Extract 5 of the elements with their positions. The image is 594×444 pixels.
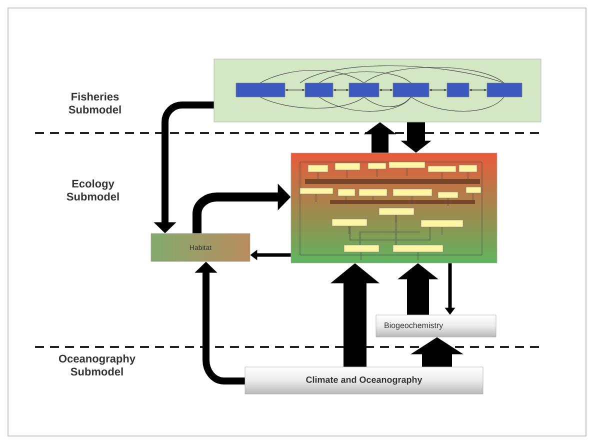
climate-cylinder: Climate and Oceanography bbox=[244, 366, 484, 394]
section-label: Fisheries Submodel bbox=[68, 92, 121, 114]
biogeochemistry-cylinder: Biogeochemistry bbox=[376, 314, 496, 338]
section-label: Ecology Submodel bbox=[66, 179, 119, 201]
section-label: Oceanography Submodel bbox=[58, 354, 136, 376]
